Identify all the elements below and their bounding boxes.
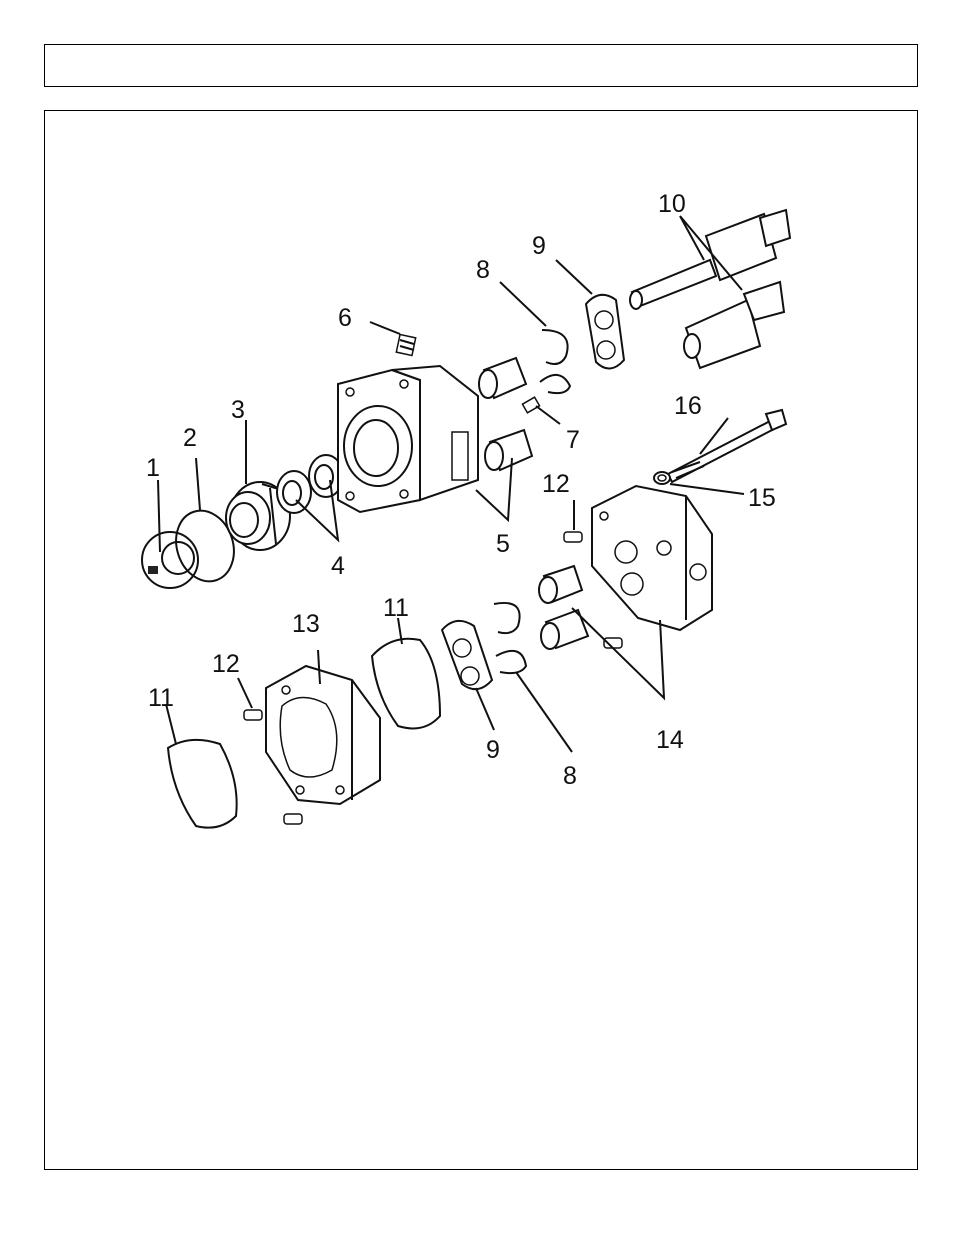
callout-12a: 12 <box>542 470 570 498</box>
callout-6: 6 <box>338 304 352 332</box>
dowel-pin-upper-part <box>564 532 582 542</box>
dowel-pin-lower-part <box>244 710 262 720</box>
callout-2: 2 <box>183 424 197 452</box>
plug-part <box>396 335 415 356</box>
gear-shafts-part <box>630 210 790 368</box>
dowel-pin-bottom-part <box>284 814 302 824</box>
gasket-left-part <box>168 740 237 828</box>
callout-8a: 8 <box>476 256 490 284</box>
upper-seal-rings-part <box>540 330 570 393</box>
rear-cover-part <box>592 486 712 630</box>
callout-9b: 9 <box>486 736 500 764</box>
callout-3: 3 <box>231 396 245 424</box>
front-housing-part <box>338 366 478 512</box>
lower-seal-rings-part <box>494 603 526 673</box>
gasket-middle-part <box>372 639 440 729</box>
lower-bushings-part <box>539 566 588 649</box>
callout-8b: 8 <box>563 762 577 790</box>
callout-16: 16 <box>674 392 702 420</box>
callout-4: 4 <box>331 552 345 580</box>
gear-housing-part <box>266 666 380 804</box>
callout-11b: 11 <box>148 684 174 712</box>
header-box <box>44 44 918 87</box>
callout-15: 15 <box>748 484 776 512</box>
callout-10: 10 <box>658 190 686 218</box>
washer-part <box>654 472 670 484</box>
callout-11a: 11 <box>383 594 409 622</box>
callout-9a: 9 <box>532 232 546 260</box>
retaining-ring-part <box>142 532 198 588</box>
lower-wear-plate-part <box>442 621 492 689</box>
callout-1: 1 <box>146 454 160 482</box>
upper-wear-plate-part <box>586 295 624 369</box>
callout-5: 5 <box>496 530 510 558</box>
callout-13: 13 <box>292 610 320 638</box>
callout-14: 14 <box>656 726 684 754</box>
exploded-pump-diagram: 1 2 3 4 5 6 7 8 8 9 9 10 11 11 12 12 13 … <box>90 140 870 880</box>
callout-12b: 12 <box>212 650 240 678</box>
small-pin-part <box>522 397 539 413</box>
callout-7: 7 <box>566 426 580 454</box>
upper-bushings-part <box>479 358 532 470</box>
